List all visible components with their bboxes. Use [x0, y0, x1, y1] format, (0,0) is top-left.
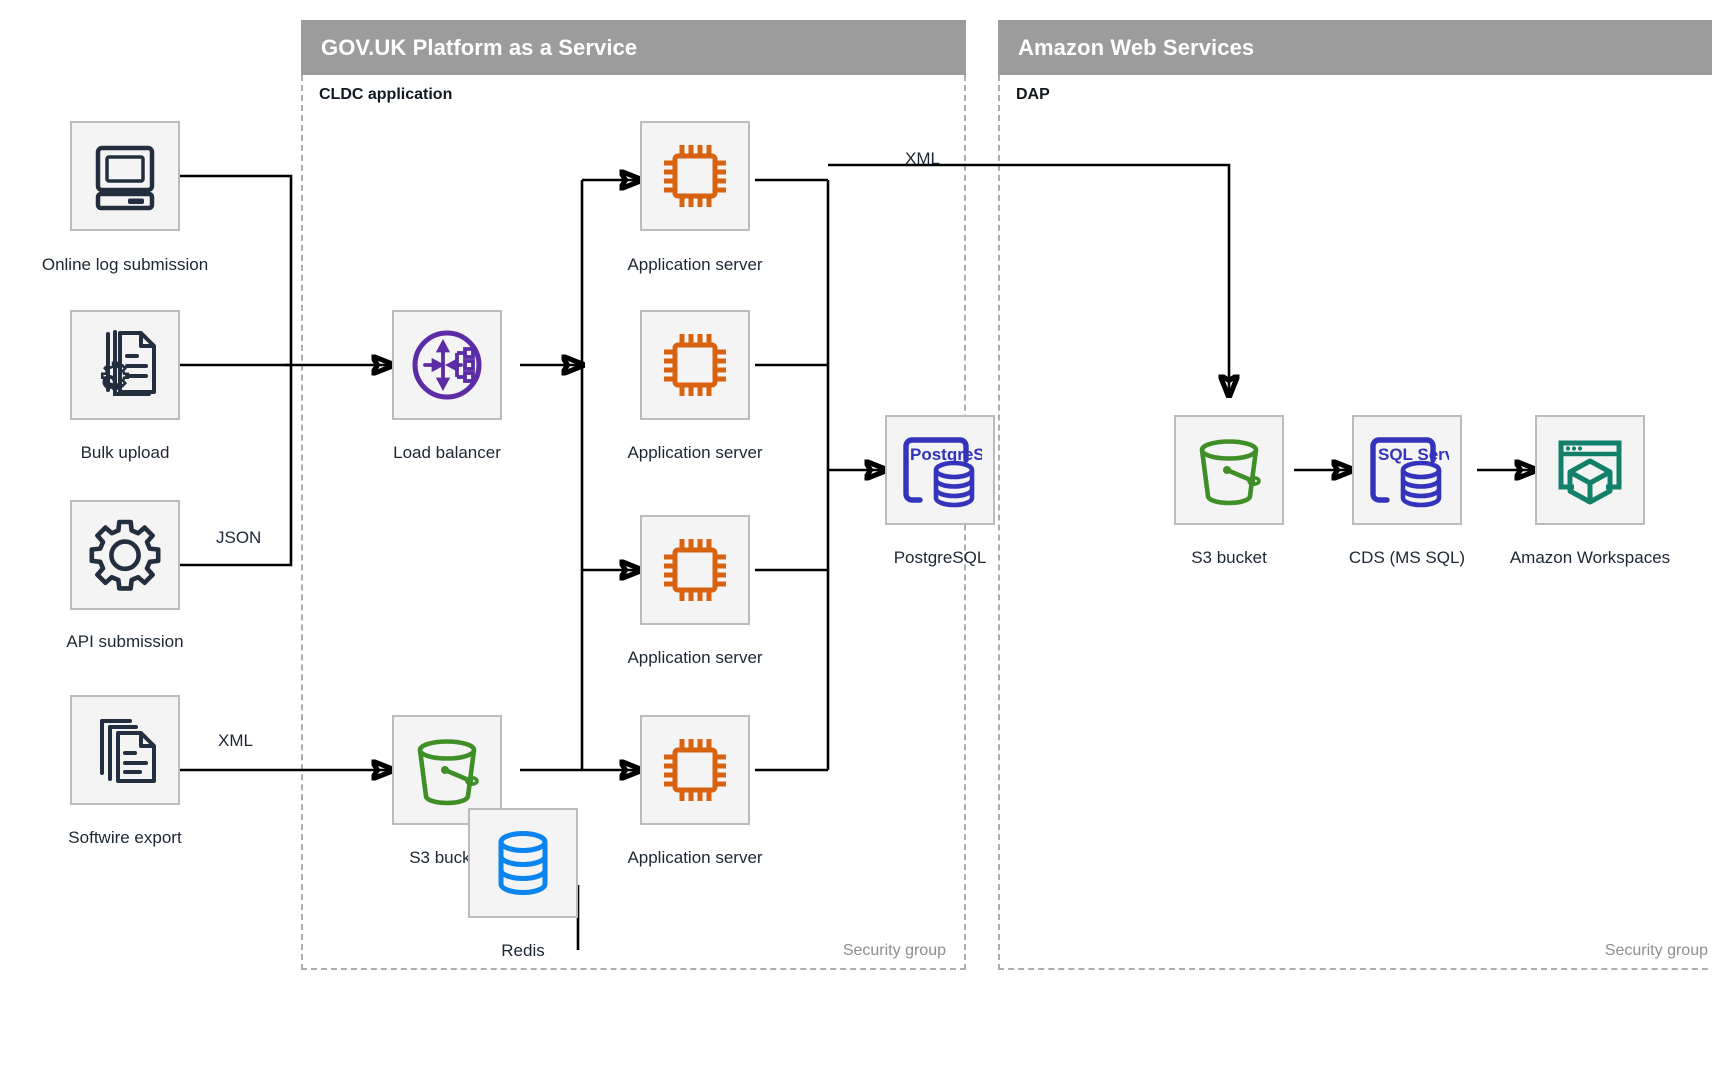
node-amazon-workspaces[interactable]: [1535, 415, 1645, 525]
cpu-chip-icon: [664, 145, 726, 207]
node-label-app-server-4: Application server: [627, 848, 763, 867]
node-s3-bucket-paas[interactable]: [392, 715, 502, 825]
node-label-s3-bucket-paas: S3 bucket: [409, 848, 485, 867]
node-label-s3-bucket-aws: S3 bucket: [1191, 548, 1267, 567]
node-load-balancer[interactable]: [392, 310, 502, 420]
node-api-submission[interactable]: [70, 500, 180, 610]
gear-icon: [89, 519, 161, 591]
cpu-chip-icon: [664, 539, 726, 601]
edge-label-xml-to-aws: XML: [905, 149, 940, 168]
zone-body-paas: [301, 75, 966, 970]
node-app-server-3[interactable]: [640, 515, 750, 625]
zone-sublabel-dap: DAP: [1016, 86, 1050, 103]
node-label-load-balancer: Load balancer: [393, 443, 501, 462]
s3-bucket-icon: [417, 739, 479, 806]
edge-label-xml-softwire: XML: [218, 731, 253, 750]
zone-body-aws: [998, 75, 1712, 970]
node-label-cds-ms-sql: CDS (MS SQL): [1348, 548, 1466, 567]
node-cds-ms-sql[interactable]: SQL Server: [1352, 415, 1462, 525]
document-gear-icon: [100, 330, 156, 396]
cpu-chip-icon: [664, 334, 726, 396]
node-softwire-export[interactable]: [70, 695, 180, 805]
node-label-softwire-export: Softwire export: [68, 828, 182, 847]
node-postgresql[interactable]: PostgreSQL: [885, 415, 995, 525]
documents-stack-icon: [100, 719, 156, 783]
zone-title-aws: Amazon Web Services: [1018, 34, 1255, 60]
node-label-app-server-2: Application server: [627, 443, 763, 462]
zone-footnote-paas: Security group: [842, 942, 946, 959]
node-app-server-1[interactable]: [640, 121, 750, 231]
amazon-workspaces-icon: [1558, 440, 1622, 505]
node-s3-bucket-aws[interactable]: [1174, 415, 1284, 525]
sql-server-icon: SQL Server: [1370, 437, 1449, 508]
node-label-bulk-upload: Bulk upload: [80, 443, 170, 462]
load-balancer-icon: [412, 330, 482, 400]
cpu-chip-icon: [664, 739, 726, 801]
node-label-redis: Redis: [501, 941, 545, 960]
postgresql-badge-text: PostgreSQL: [910, 445, 982, 464]
desktop-computer-icon: [95, 145, 155, 211]
node-bulk-upload[interactable]: [70, 310, 180, 420]
s3-bucket-icon: [1199, 439, 1261, 506]
edge-label-json: JSON: [216, 528, 262, 547]
zone-footnote-aws: Security group: [1604, 942, 1708, 959]
zone-header-paas: GOV.UK Platform as a Service: [301, 20, 966, 75]
node-label-api-submission: API submission: [66, 632, 184, 651]
postgresql-icon: PostgreSQL: [903, 437, 982, 508]
node-app-server-4[interactable]: [640, 715, 750, 825]
zone-sublabel-cldc: CLDC application: [319, 86, 453, 103]
node-label-app-server-3: Application server: [627, 648, 763, 667]
node-label-amazon-workspaces: Amazon Workspaces: [1509, 548, 1671, 567]
database-cylinder-icon: [498, 831, 548, 895]
node-redis[interactable]: [468, 808, 578, 918]
node-label-online-log-submission: Online log submission: [41, 255, 209, 274]
zone-title-paas: GOV.UK Platform as a Service: [321, 34, 638, 60]
zone-header-aws: Amazon Web Services: [998, 20, 1712, 75]
node-label-postgresql: PostgreSQL: [893, 548, 987, 567]
node-app-server-2[interactable]: [640, 310, 750, 420]
sql-server-badge-text: SQL Server: [1378, 445, 1449, 464]
node-label-app-server-1: Application server: [627, 255, 763, 274]
node-online-log-submission[interactable]: [70, 121, 180, 231]
